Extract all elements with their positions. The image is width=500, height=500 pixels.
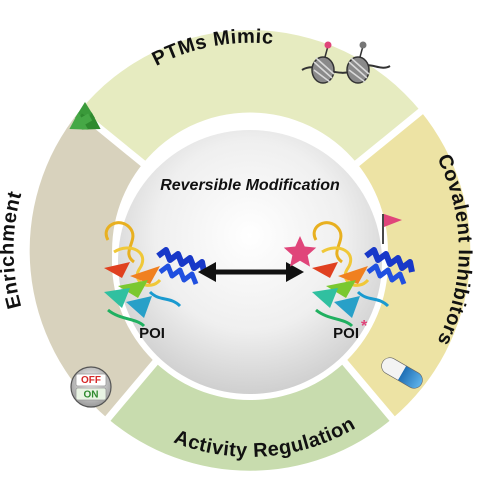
poi-left-label: POI (139, 325, 165, 342)
segment-ptms-mimic (79, 30, 421, 164)
poi-right-label: POI (333, 325, 359, 342)
center-title: Reversible Modification (160, 177, 340, 194)
on-off-switch-icon: OFF ON (70, 366, 112, 408)
switch-on-text: ON (84, 390, 99, 401)
star-marker-icon (283, 236, 317, 267)
capsule-icon (381, 357, 423, 389)
nucleosome-icon (301, 41, 391, 84)
protein-structure-left (104, 221, 207, 328)
segment-enrichment (29, 111, 161, 419)
segment-activity-regulation (107, 355, 393, 471)
protein-structure-right (312, 221, 415, 328)
poi-modified-marker: * (361, 318, 368, 335)
switch-off-text: OFF (81, 375, 101, 386)
recycle-icon (69, 102, 101, 130)
double-arrow-icon (198, 262, 304, 282)
flag-marker-icon (382, 214, 402, 244)
center-disc (118, 130, 382, 394)
